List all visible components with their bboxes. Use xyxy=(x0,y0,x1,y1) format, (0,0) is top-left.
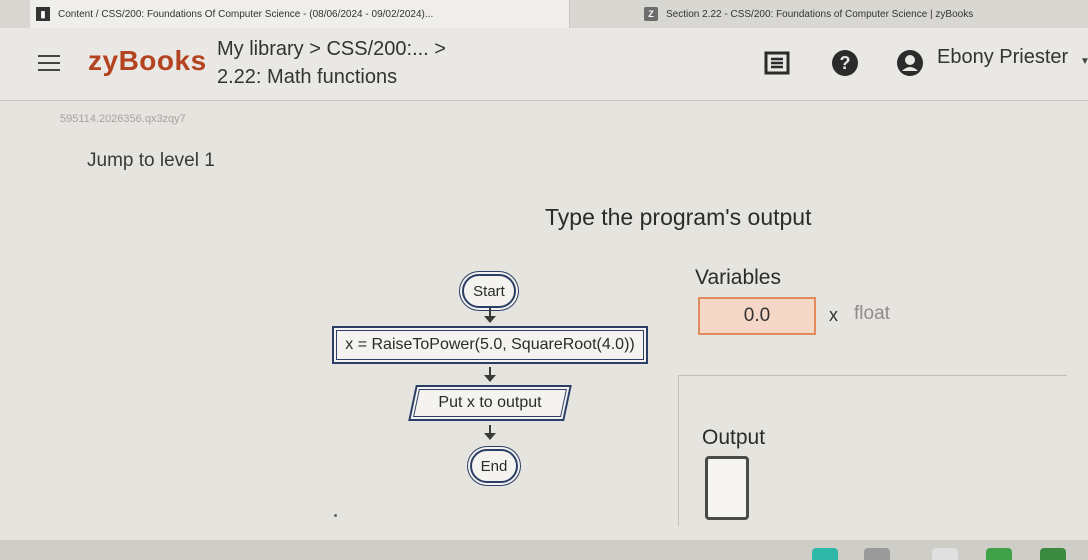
jump-to-level-link[interactable]: Jump to level 1 xyxy=(87,150,215,171)
output-label: Output xyxy=(702,426,766,449)
dock-app-icon[interactable] xyxy=(1040,548,1066,560)
flow-start-node: Start xyxy=(462,274,516,308)
breadcrumb[interactable]: My library > CSS/200:... > xyxy=(217,38,446,60)
menu-icon[interactable] xyxy=(38,55,60,71)
session-id: 595114.2026356.qx3zqy7 xyxy=(60,113,186,125)
dock-app-icon[interactable] xyxy=(986,548,1012,560)
flow-assign-node: x = RaiseToPower(5.0, SquareRoot(4.0)) xyxy=(332,326,648,364)
os-dock xyxy=(0,540,1088,560)
browser-tabstrip: ▮ Content / CSS/200: Foundations Of Comp… xyxy=(0,0,1088,28)
browser-tab-zybooks[interactable]: Z Section 2.22 - CSS/200: Foundations of… xyxy=(640,0,1080,28)
tab-title: Section 2.22 - CSS/200: Foundations of C… xyxy=(666,8,974,20)
flow-output-node: Put x to output xyxy=(408,385,572,421)
variables-label: Variables xyxy=(695,266,781,289)
variable-name: x xyxy=(829,305,838,325)
flow-arrow xyxy=(484,308,496,323)
flow-end-node: End xyxy=(470,449,518,483)
variable-type: float xyxy=(854,303,890,324)
zybooks-logo[interactable]: zyBooks xyxy=(88,45,207,76)
user-name[interactable]: Ebony Priester xyxy=(937,46,1069,68)
dock-app-icon[interactable] xyxy=(864,548,890,560)
section-title: 2.22: Math functions xyxy=(217,66,398,88)
cursor-dot xyxy=(334,514,337,517)
d2l-favicon-icon: ▮ xyxy=(36,7,50,21)
flowchart: Start x = RaiseToPower(5.0, SquareRoot(4… xyxy=(320,265,670,495)
flow-arrow xyxy=(484,425,496,440)
challenge-title: Type the program's output xyxy=(545,204,812,230)
flow-output-label: Put x to output xyxy=(438,394,542,411)
tab-title: Content / CSS/200: Foundations Of Comput… xyxy=(58,8,434,20)
book-icon[interactable] xyxy=(764,50,790,76)
dock-app-icon[interactable] xyxy=(932,548,958,560)
output-textbox[interactable] xyxy=(705,456,749,520)
user-avatar-icon[interactable] xyxy=(897,50,923,76)
browser-tab-content[interactable]: ▮ Content / CSS/200: Foundations Of Comp… xyxy=(30,0,570,28)
help-icon[interactable]: ? xyxy=(832,50,858,76)
variable-value-box: 0.0 xyxy=(698,297,816,335)
app-header: zyBooks My library > CSS/200:... > 2.22:… xyxy=(0,28,1088,101)
output-panel xyxy=(678,375,1067,526)
chevron-down-icon[interactable]: ▼ xyxy=(1080,56,1088,67)
dock-app-icon[interactable] xyxy=(812,548,838,560)
zybooks-favicon-icon: Z xyxy=(644,7,658,21)
flow-arrow xyxy=(484,367,496,382)
